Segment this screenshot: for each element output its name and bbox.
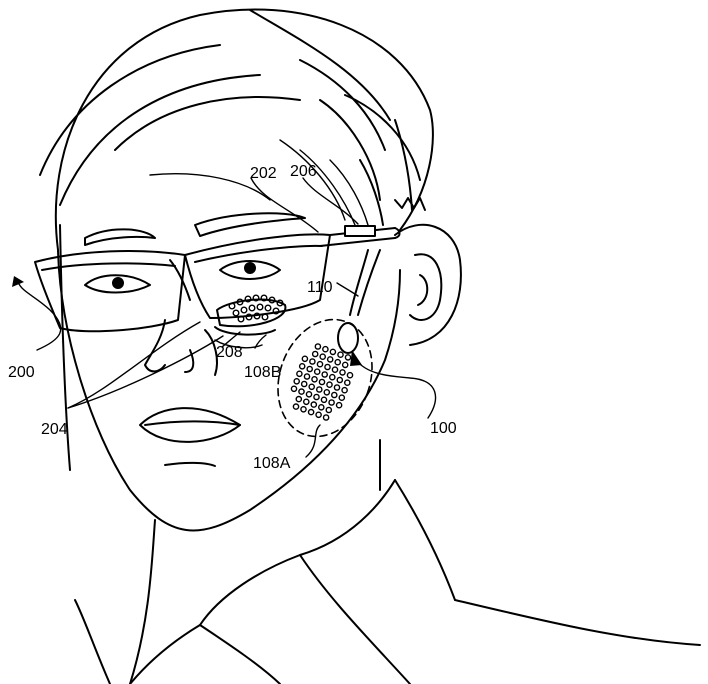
sensor-dot [334, 385, 339, 390]
label-108b: 108B [244, 364, 281, 381]
sensor-dot [320, 354, 325, 359]
mouth [140, 408, 240, 466]
sensor-dot [306, 392, 311, 397]
sensor-dot [316, 412, 321, 417]
sensor-dot [330, 349, 335, 354]
sensor-dot [311, 402, 316, 407]
sensor-dot [323, 347, 328, 352]
sensor-dot [345, 355, 350, 360]
sensor-dot [319, 379, 324, 384]
sensor-dot [347, 373, 352, 378]
sensor-dot [310, 359, 315, 364]
label-202: 202 [250, 165, 277, 182]
sensor-dot [296, 397, 301, 402]
sensor-dot [337, 403, 342, 408]
eyebrows [85, 213, 305, 245]
sensor-dot [315, 369, 320, 374]
sensor-dot [294, 379, 299, 384]
sensor-dot [233, 310, 239, 316]
sensor-dot [319, 405, 324, 410]
sensor-dot [297, 371, 302, 376]
sensor-dot [307, 366, 312, 371]
sensor-dot [265, 305, 271, 311]
label-100: 100 [430, 420, 457, 437]
sensor-dot [299, 389, 304, 394]
sensor-dot [315, 344, 320, 349]
sensor-dot [343, 362, 348, 367]
hair [40, 9, 433, 250]
label-208: 208 [216, 344, 243, 361]
sensor-dot [312, 377, 317, 382]
label-200: 200 [8, 364, 35, 381]
sensor-dot [309, 410, 314, 415]
sensor-dot [304, 374, 309, 379]
sensor-dot [301, 407, 306, 412]
sensor-dot [337, 377, 342, 382]
sensor-dot [304, 399, 309, 404]
sensor-dot [345, 380, 350, 385]
neck-collar [75, 440, 700, 684]
label-108a: 108A [253, 455, 291, 472]
sensor-dot [332, 367, 337, 372]
ear [395, 225, 461, 345]
sensor-dot [302, 381, 307, 386]
sensor-dot [313, 351, 318, 356]
sensor-dot [330, 375, 335, 380]
sensor-dot [328, 357, 333, 362]
sensor-dot [317, 387, 322, 392]
sensor-dot [321, 397, 326, 402]
sensor-dot [262, 314, 268, 320]
sensor-dot [338, 352, 343, 357]
sensor-dot [326, 407, 331, 412]
sensor-dot [302, 356, 307, 361]
sensor-dot [327, 382, 332, 387]
label-206: 206 [290, 163, 317, 180]
sensor-dot [322, 372, 327, 377]
sensor-dot [340, 370, 345, 375]
sensor-dot [335, 360, 340, 365]
sensor-dot [300, 364, 305, 369]
sensor-dot [339, 395, 344, 400]
sensor-dot [309, 384, 314, 389]
sensor-dot [249, 305, 255, 311]
sensor-dots-108a [291, 344, 352, 420]
sensor-dot [342, 388, 347, 393]
sensor-dot [241, 307, 247, 313]
sensor-dot [324, 415, 329, 420]
sensor-dot [324, 390, 329, 395]
sensor-dot [293, 404, 298, 409]
sensor-dot [291, 386, 296, 391]
nose [145, 320, 217, 375]
label-110: 110 [307, 279, 333, 296]
sensor-dot [329, 400, 334, 405]
sensor-dot [317, 362, 322, 367]
label-204: 204 [41, 421, 68, 438]
sensor-dot [314, 394, 319, 399]
sensor-dot [257, 304, 263, 310]
sensor-dot [325, 364, 330, 369]
sensor-dot [332, 392, 337, 397]
